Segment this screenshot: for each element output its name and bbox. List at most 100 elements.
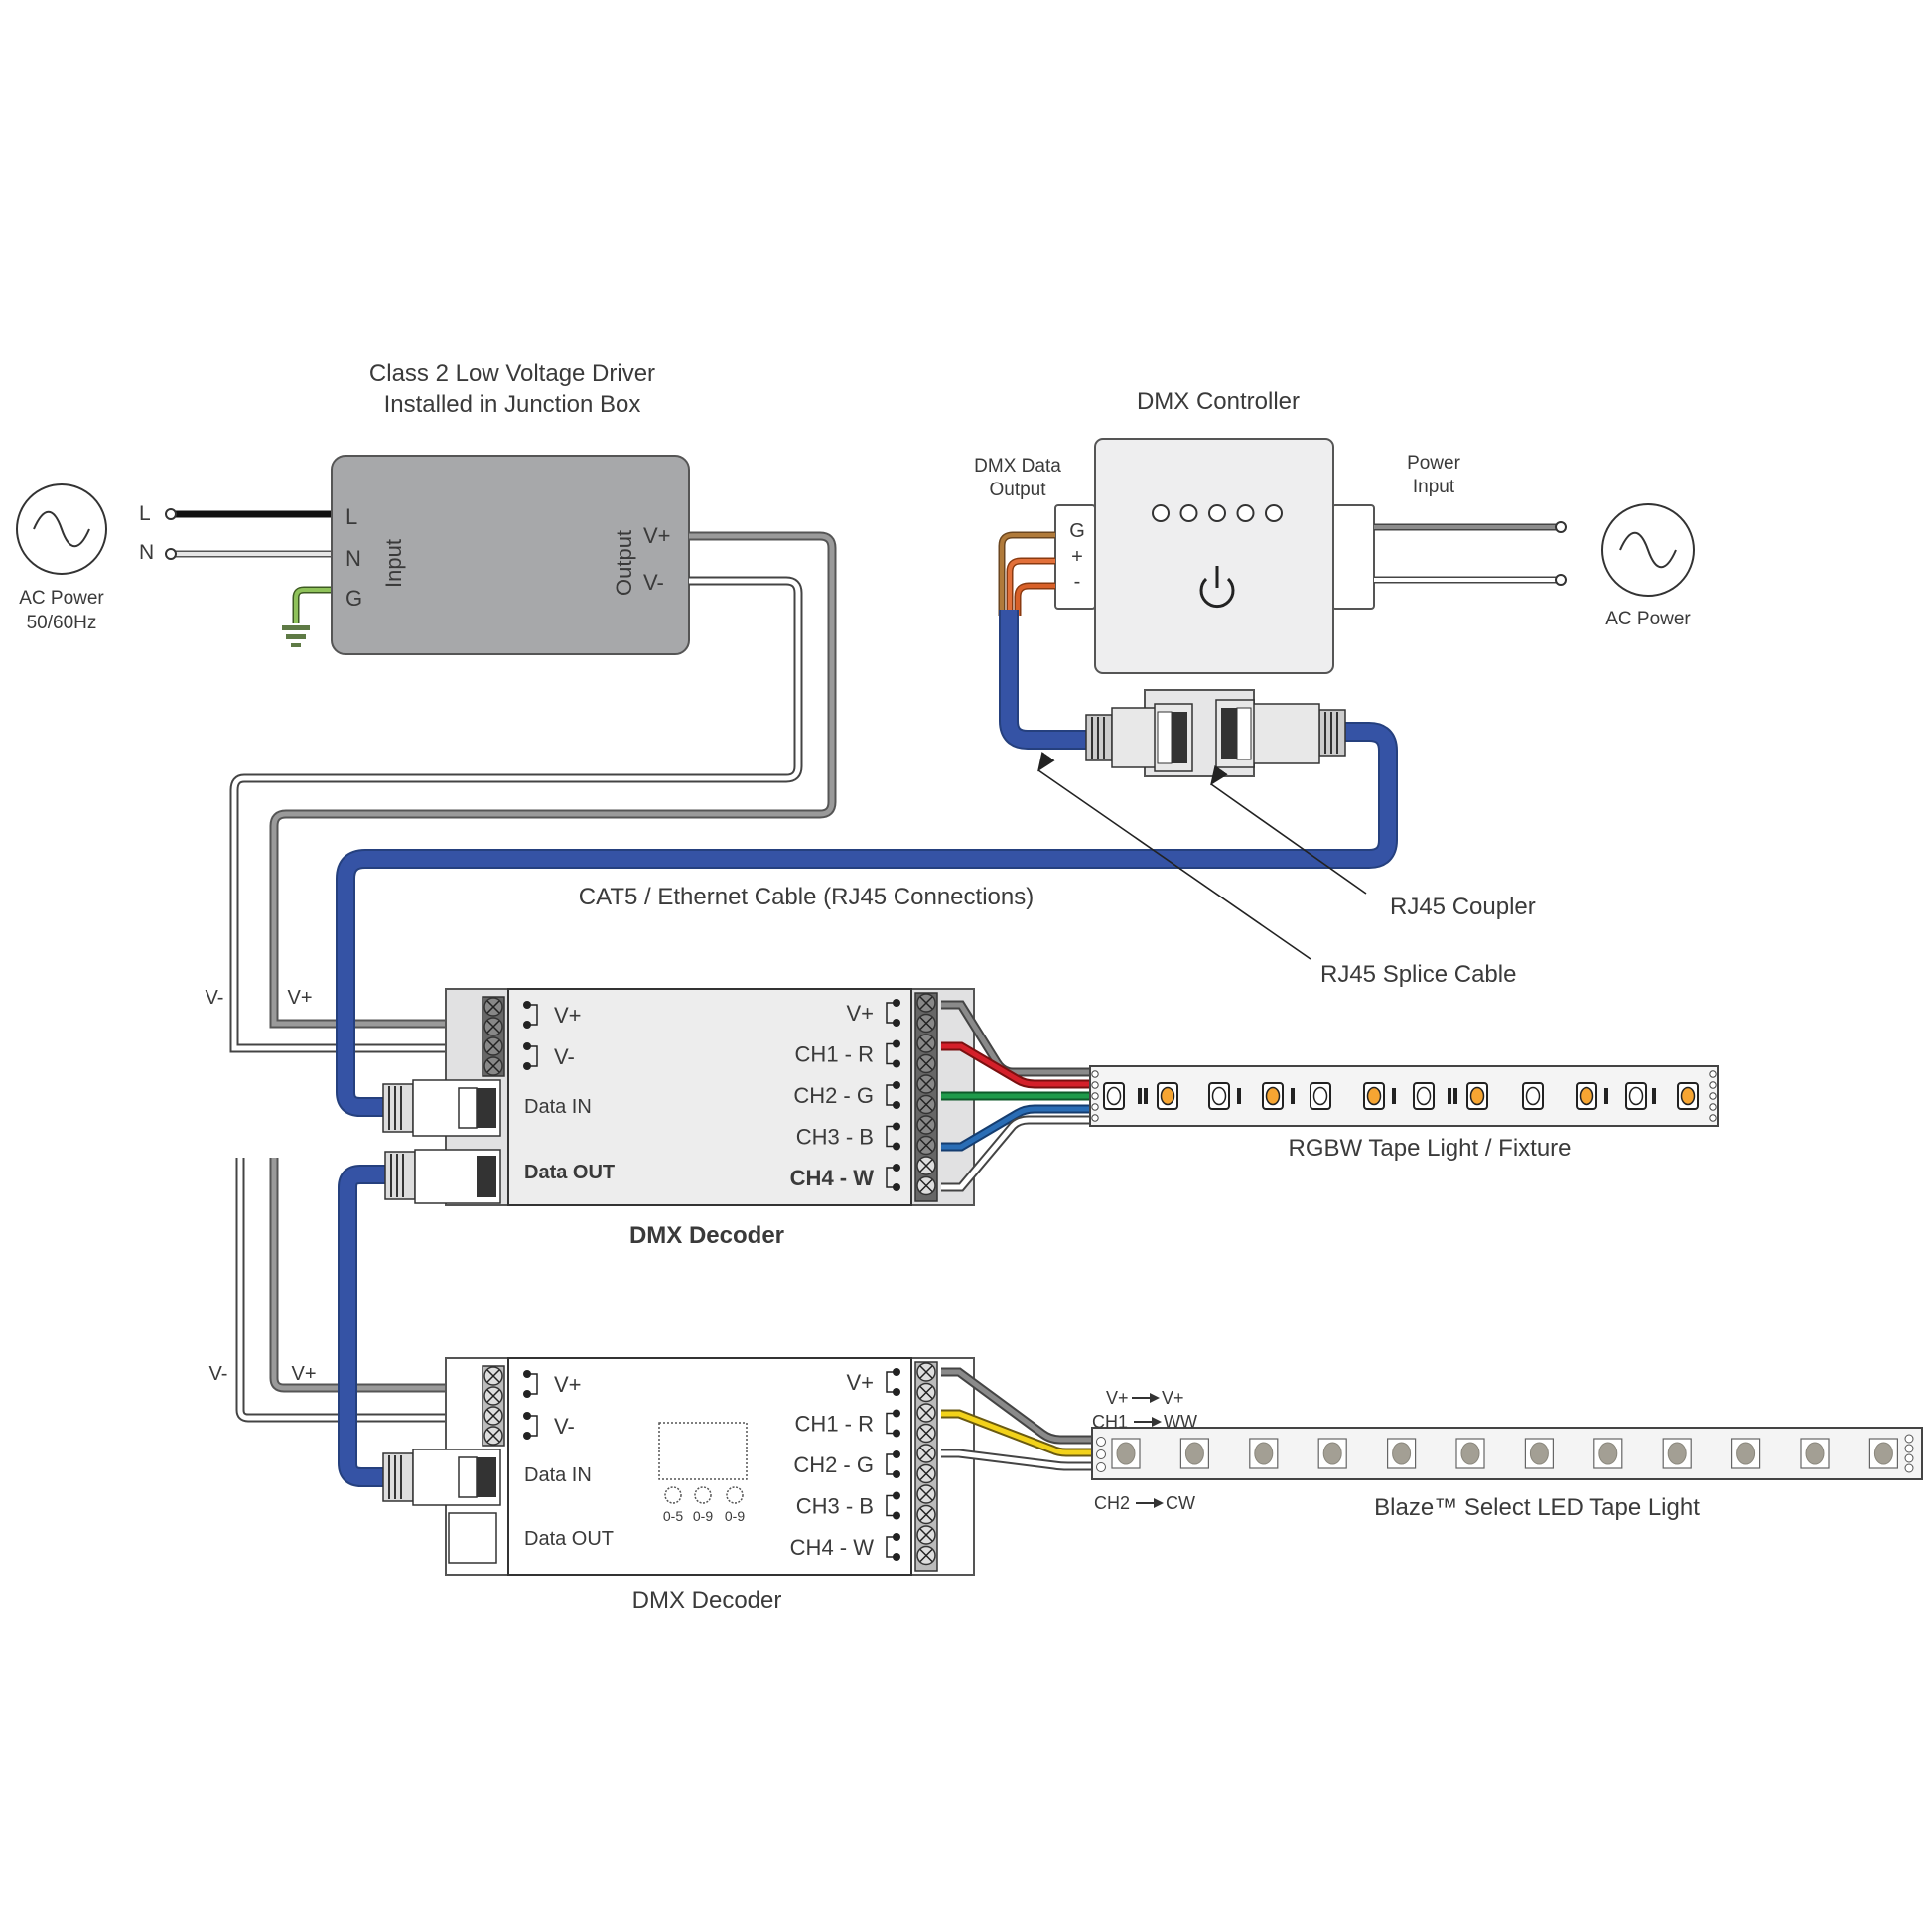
mapping-vplus-to: V+ (1162, 1388, 1184, 1408)
tunable-white-led-icon (1111, 1438, 1141, 1469)
power-input-label-line2: Input (1413, 477, 1455, 497)
driver-terminal-vminus: V- (643, 570, 664, 595)
tunable-white-led-icon (1662, 1438, 1692, 1469)
indicator-led-icon (1208, 504, 1226, 522)
coupler-label: RJ45 Coupler (1390, 894, 1536, 920)
indicator-led-icon (1236, 504, 1255, 522)
white-led-icon (1310, 1082, 1331, 1110)
decoder2-data-in-label: Data IN (524, 1464, 592, 1486)
terminal-bracket-icon (886, 1122, 900, 1151)
indicator-led-icon (1152, 504, 1170, 522)
controller-indicator-row (1152, 504, 1283, 522)
tunable-white-led-icon (1800, 1438, 1830, 1469)
rj45-coupler (1085, 689, 1346, 777)
channel-label: V+ (846, 1001, 874, 1026)
dial-ones[interactable] (726, 1486, 744, 1504)
channel-label: CH2 - G (793, 1083, 874, 1108)
tape2-channel-mapping: V+ V+ CH1 WW CH2 CW (1092, 1388, 1197, 1513)
ac-input-wires (165, 508, 332, 647)
blaze-tape-light: V+ V+ CH1 WW CH2 CW Blaze™ Select LED Ta… (1091, 1388, 1923, 1521)
dial-tens[interactable] (694, 1486, 712, 1504)
driver-title-line1: Class 2 Low Voltage Driver (369, 360, 655, 387)
input-terminal-label: V+ (554, 1372, 582, 1397)
ac-power-source-left: AC Power 50/60Hz L N (16, 483, 154, 633)
power-input-label-line1: Power (1407, 453, 1461, 474)
arrow-icon (1134, 1417, 1162, 1427)
data-output-label-line1: DMX Data (974, 456, 1061, 477)
tape2-strip (1091, 1427, 1923, 1480)
arrow-icon (1132, 1393, 1160, 1403)
decoder1-data-in-port[interactable] (382, 1079, 501, 1137)
dial-label: 0-9 (693, 1508, 713, 1524)
mapping-ch2-to: CW (1166, 1493, 1195, 1513)
decoder1-data-out-port[interactable] (384, 1149, 501, 1204)
driver-output-label: Output (612, 530, 636, 596)
channel-label: CH3 - B (796, 1494, 874, 1519)
ac-power-label: AC Power (19, 588, 104, 609)
amber-led-icon (1677, 1082, 1699, 1110)
amber-led-icon (1576, 1082, 1597, 1110)
decoder2-input-terminal-block (482, 1365, 505, 1447)
terminal-bracket-icon (523, 1370, 538, 1398)
dial-label: 0-9 (725, 1508, 745, 1524)
decoder1-data-out-label: Data OUT (524, 1162, 615, 1183)
driver-title-line2: Installed in Junction Box (384, 391, 641, 418)
terminal-bracket-icon (886, 999, 900, 1027)
wire-label-l: L (139, 502, 151, 525)
callouts: RJ45 Coupler RJ45 Splice Cable (1037, 751, 1536, 988)
terminal-bracket-icon (886, 1081, 900, 1109)
decoder1-title: DMX Decoder (629, 1222, 784, 1249)
tunable-white-led-icon (1386, 1438, 1417, 1469)
driver-terminal-g: G (345, 586, 362, 611)
decoder2-address-dials[interactable]: 0-5 0-9 0-9 (663, 1486, 745, 1524)
rj45-plug-right (1215, 699, 1346, 768)
decoder2-data-out-port[interactable] (448, 1512, 497, 1564)
decoder2-title: DMX Decoder (632, 1587, 782, 1614)
white-led-icon (1522, 1082, 1544, 1110)
terminal-dot (165, 548, 177, 560)
mapping-ch1-from: CH1 (1092, 1412, 1128, 1432)
cat5-splice-segment (999, 610, 1087, 750)
channel-label: CH2 - G (793, 1452, 874, 1477)
ground-icon (282, 625, 310, 647)
channel-label: CH1 - R (795, 1412, 874, 1437)
wire-label-n: N (139, 541, 154, 564)
channel-label: V+ (846, 1370, 874, 1395)
terminal-bracket-icon (523, 1412, 538, 1440)
sine-wave-icon (33, 510, 90, 548)
cat5-cable-label: CAT5 / Ethernet Cable (RJ45 Connections) (579, 884, 1034, 910)
decoder2-display (658, 1422, 748, 1480)
coupler-callout-line (1210, 765, 1367, 895)
splice-callout-line (1037, 751, 1311, 960)
tunable-white-led-icon (1317, 1438, 1347, 1469)
terminal-bracket-icon (886, 1164, 900, 1191)
driver-input-label: Input (381, 539, 406, 588)
rgbw-tape-wiring (941, 1000, 1090, 1192)
power-button-icon[interactable] (1199, 566, 1235, 609)
feed-label-vminus: V- (206, 987, 224, 1009)
feed-label-vplus-2: V+ (291, 1363, 316, 1385)
terminal-bracket-icon (523, 1042, 538, 1070)
tunable-white-led-icon (1179, 1438, 1210, 1469)
terminal-bracket-icon (886, 1491, 900, 1520)
indicator-led-icon (1179, 504, 1198, 522)
input-terminal-label: V- (554, 1414, 575, 1439)
tunable-white-led-icon (1730, 1438, 1761, 1469)
ac-frequency-label: 50/60Hz (27, 613, 97, 633)
rj45-plug-left (1085, 703, 1193, 772)
sine-wave-icon (1619, 531, 1677, 569)
tape1-strip (1089, 1065, 1719, 1127)
splice-cable-label: RJ45 Splice Cable (1320, 961, 1516, 988)
cat5-cables: CAT5 / Ethernet Cable (RJ45 Connections) (336, 610, 1398, 1487)
controller-terminal-plus: + (1071, 546, 1083, 568)
controller-power-terminal-block (1331, 504, 1375, 610)
dial-hundreds[interactable] (664, 1486, 682, 1504)
arrow-icon (1136, 1498, 1164, 1508)
mapping-ch1-to: WW (1164, 1412, 1197, 1432)
controller-body (1094, 438, 1334, 674)
mapping-ch2-from: CH2 (1094, 1493, 1130, 1513)
tunable-white-led-icon (1868, 1438, 1899, 1469)
decoder2-data-in-port[interactable] (382, 1449, 501, 1506)
